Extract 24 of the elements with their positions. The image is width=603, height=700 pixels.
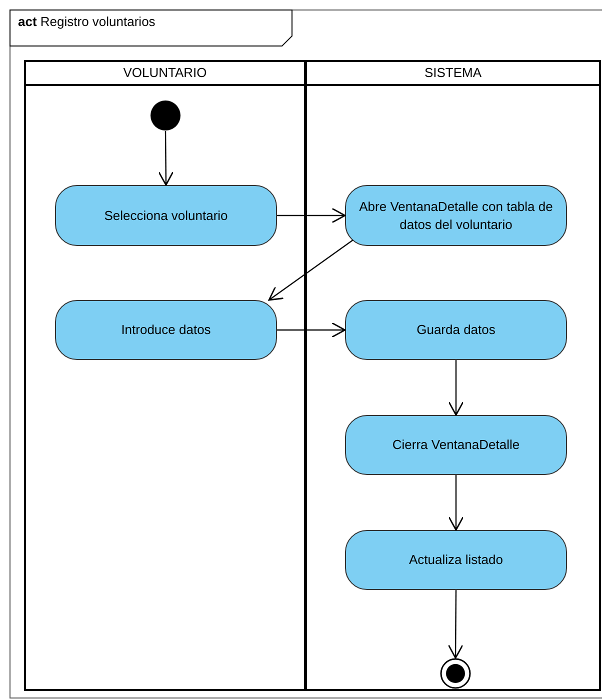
action-node	[55, 185, 277, 246]
action-node	[55, 300, 277, 360]
action-node	[345, 185, 567, 246]
arrow	[448, 360, 464, 416]
action-label: Actualiza listado	[409, 551, 503, 569]
swimlane	[305, 60, 601, 691]
lane-heading: SISTEMA	[307, 62, 599, 86]
action-label: Introduce datos	[121, 321, 211, 339]
arrow	[268, 240, 354, 301]
arrow	[158, 131, 174, 186]
diagram-title: act Registro voluntarios	[18, 14, 156, 29]
arrow	[448, 475, 464, 531]
action-node	[345, 530, 567, 590]
arrow	[277, 322, 346, 338]
action-label: Selecciona voluntario	[104, 206, 228, 224]
arrow	[277, 208, 346, 224]
action-label: Abre VentanaDetalle con tabla de datos del voluntario	[358, 198, 554, 234]
action-label: Cierra VentanaDetalle	[392, 436, 520, 454]
arrow	[448, 590, 464, 659]
action-label: Guarda datos	[416, 321, 496, 339]
lane-heading: VOLUNTARIO	[26, 62, 304, 86]
action-node	[345, 415, 567, 475]
action-node	[345, 300, 567, 360]
swimlane	[24, 60, 306, 691]
